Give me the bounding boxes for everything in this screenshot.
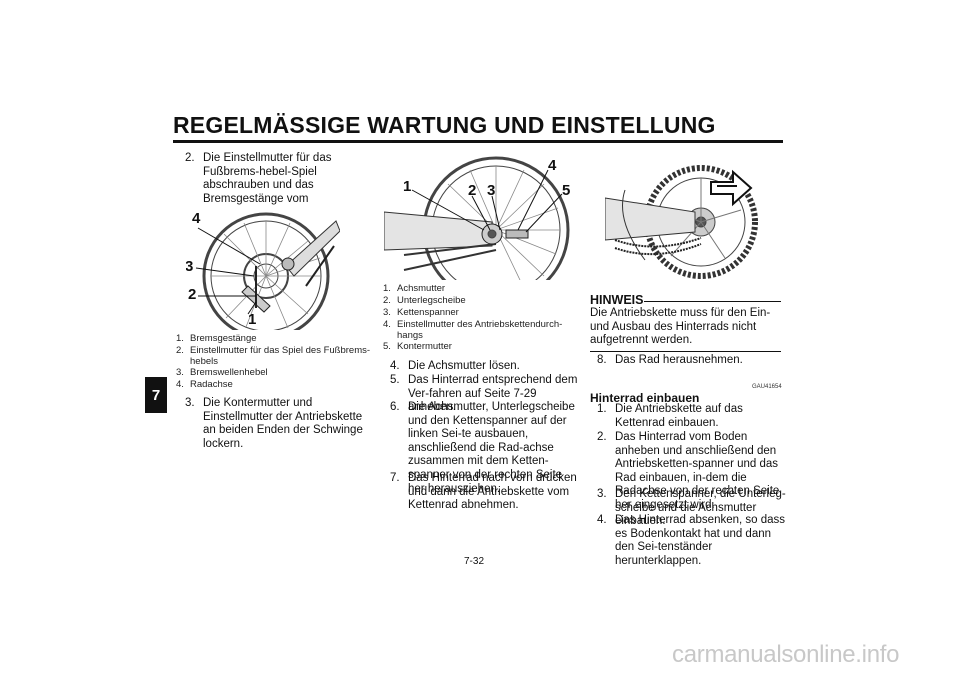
caption-2: 2.Einstellmutter für das Spiel des Fußbr… xyxy=(176,345,371,367)
sprocket-illustration xyxy=(605,165,758,279)
page-title: REGELMÄSSIGE WARTUNG UND EINSTELLUNG xyxy=(173,112,716,138)
step-4: 4.Die Achsmutter lösen. xyxy=(390,360,520,372)
note-text: Die Antriebskette muss für den Ein- und … xyxy=(590,307,771,347)
figure-axle-chain-adjuster: 1 2 3 4 5 xyxy=(384,150,576,280)
caption-1: 1.Achsmutter xyxy=(383,283,446,294)
callout-4: 4 xyxy=(548,157,557,174)
step-6: 6.Die Achsmutter, Unterlegscheibe und de… xyxy=(390,401,575,495)
caption-2: 2.Unterlegscheibe xyxy=(383,295,466,306)
note-label: HINWEIS xyxy=(590,293,644,307)
arrow-icon xyxy=(710,169,753,207)
install-step-2: 2.Das Hinterrad vom Boden anheben und an… xyxy=(597,431,780,511)
callout-3: 3 xyxy=(487,182,496,199)
figure-brake-linkage: 4 3 2 1 xyxy=(186,206,340,330)
callout-2: 2 xyxy=(188,286,197,303)
install-step-3: 3.Den Kettenspanner, die Unterleg-scheib… xyxy=(597,488,786,528)
section-heading: Hinterrad einbauen xyxy=(590,391,700,405)
caption-3: 3.Kettenspanner xyxy=(383,307,459,318)
chapter-tab[interactable]: 7 xyxy=(145,377,167,413)
watermark: carmanualsonline.info xyxy=(672,641,900,668)
callout-2: 2 xyxy=(468,182,477,199)
figure-chain-removal xyxy=(605,150,767,280)
install-step-4: 4.Das Hinterrad absenken, so dass es Bod… xyxy=(597,514,786,567)
note-divider xyxy=(590,351,781,352)
callout-4: 4 xyxy=(192,210,201,227)
step-3: 3. Die Kontermutter und Einstellmutter d… xyxy=(185,397,363,450)
callout-3: 3 xyxy=(186,258,194,275)
page-number: 7-32 xyxy=(464,556,485,567)
brake-linkage-illustration xyxy=(195,212,340,330)
callout-5: 5 xyxy=(562,182,571,199)
caption-5: 5.Kontermutter xyxy=(383,341,452,352)
step-5: 5.Das Hinterrad entsprechend dem Ver-fah… xyxy=(390,374,578,414)
step-7: 7.Das Hinterrad nach vorn drücken und da… xyxy=(390,472,577,512)
document-code: GAU41654 xyxy=(752,384,782,390)
caption-3: 3.Bremswellenhebel xyxy=(176,367,268,378)
caption-4: 4.Einstellmutter des Antriebskettendurch… xyxy=(383,319,563,341)
callout-1: 1 xyxy=(248,311,257,328)
title-rule xyxy=(173,140,783,143)
step-8: 8.Das Rad herausnehmen. xyxy=(597,354,743,366)
axle-illustration xyxy=(384,156,570,280)
install-step-1: 1.Die Antriebskette auf das Kettenrad ei… xyxy=(597,403,743,429)
callout-1: 1 xyxy=(403,178,412,195)
caption-4: 4.Radachse xyxy=(176,379,233,390)
caption-1: 1.Bremsgestänge xyxy=(176,333,257,344)
note-line xyxy=(644,301,781,302)
